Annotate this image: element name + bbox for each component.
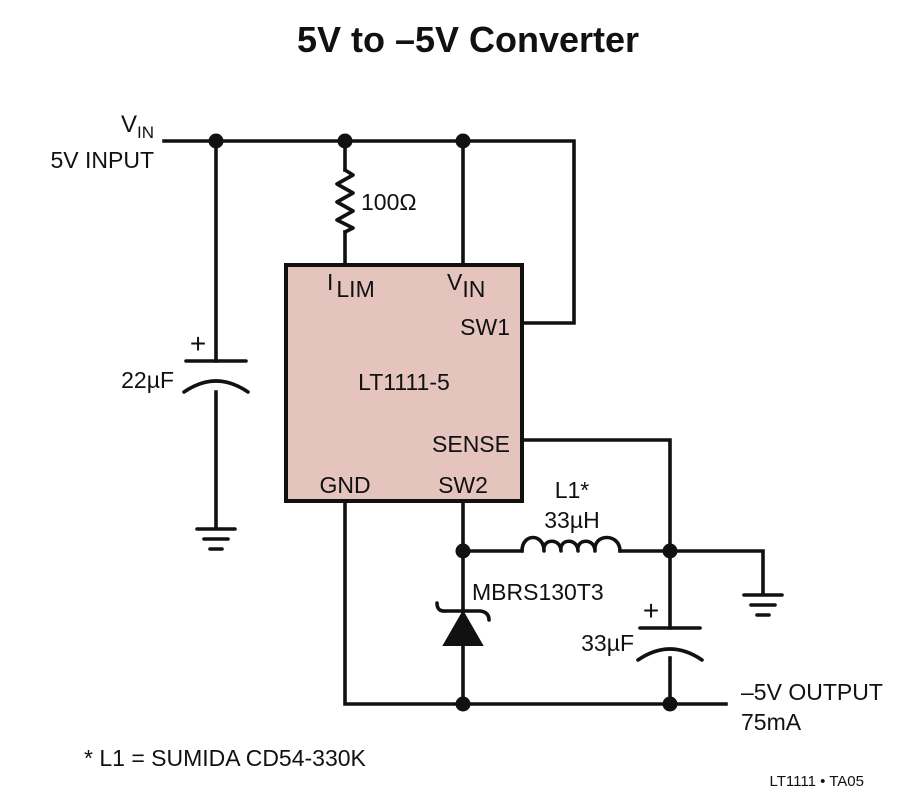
output-rail-wire [343, 499, 728, 706]
junction-dot [662, 543, 678, 559]
output-cap-polarity: + [643, 595, 659, 626]
pin-sw1-label: SW1 [460, 314, 510, 340]
output-current-label: 75mA [741, 709, 802, 735]
resistor-symbol-icon [335, 168, 355, 234]
output-voltage-label: –5V OUTPUT [741, 679, 883, 705]
junction-dot [208, 133, 224, 149]
junction-dot [662, 696, 678, 712]
junction-dot [455, 133, 471, 149]
inductor-symbol-icon [520, 535, 622, 553]
input-cap-value-label: 22µF [121, 367, 174, 393]
capacitor-symbol-icon [182, 359, 250, 394]
diode-part-label: MBRS130T3 [472, 579, 604, 605]
diode-triangle [442, 609, 484, 646]
pin-gnd-label: GND [319, 472, 370, 498]
chip-name-label: LT1111-5 [358, 369, 450, 395]
inductor-right-wire [618, 549, 765, 596]
input-cap-polarity: + [190, 328, 206, 359]
5v-input-label: 5V INPUT [50, 147, 154, 173]
pin-sw2-label: SW2 [438, 472, 488, 498]
figure-id: LT1111 • TA05 [770, 773, 864, 790]
ground-symbol-icon [195, 527, 237, 551]
inductor-name-label: L1* [555, 477, 590, 503]
footnote: * L1 = SUMIDA CD54-330K [84, 745, 367, 771]
junctions [208, 133, 678, 712]
junction-dot [455, 696, 471, 712]
ic-body [284, 263, 524, 503]
output-cap-value-label: 33µF [581, 630, 634, 656]
pin-vin-label: VIN [447, 269, 485, 302]
vin-input-label: VIN [121, 111, 154, 142]
schottky-diode-symbol-icon [435, 601, 491, 646]
sense-wire [520, 438, 672, 630]
resistor-value-label: 100Ω [361, 189, 417, 215]
capacitor-symbol-icon [636, 626, 704, 662]
pin-sense-label: SENSE [432, 431, 510, 457]
junction-dot [337, 133, 353, 149]
wires [162, 139, 765, 706]
diagram-title: 5V to –5V Converter [297, 19, 639, 60]
junction-dot [455, 543, 471, 559]
inductor-value-label: 33µH [544, 507, 599, 533]
input-rail-wire [162, 139, 576, 325]
ground-symbol-icon [742, 593, 784, 617]
